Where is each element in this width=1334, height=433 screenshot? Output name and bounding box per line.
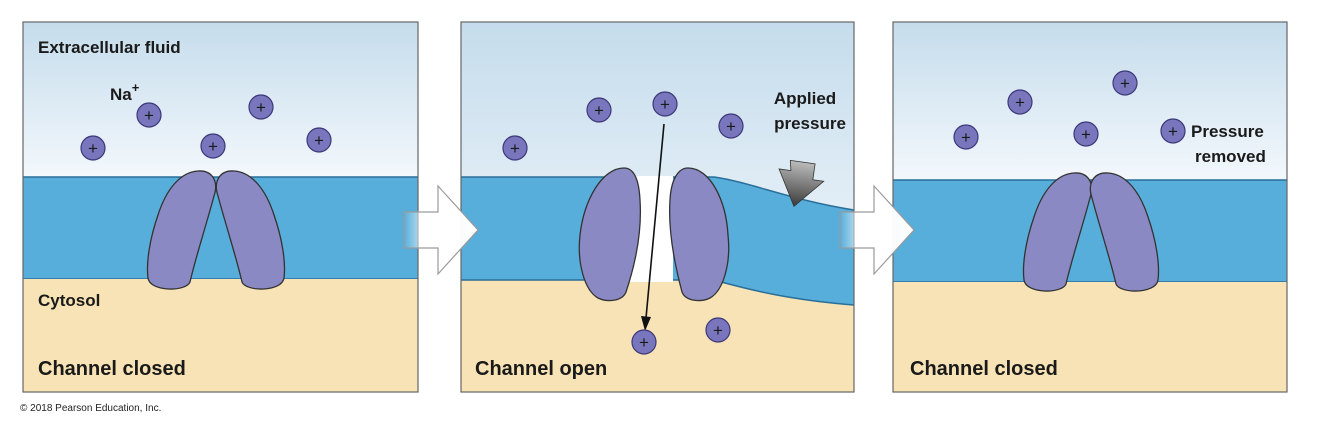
pressure-removed-label-line1: Pressure [1191, 122, 1264, 141]
svg-text:+: + [594, 101, 604, 120]
svg-text:+: + [1168, 122, 1178, 141]
panel-2: Applied pressure Channel open [460, 21, 855, 393]
na-ion: + [80, 135, 106, 161]
svg-text:+: + [639, 333, 649, 352]
copyright-notice: © 2018 Pearson Education, Inc. [20, 403, 162, 414]
cytosol-region [23, 279, 418, 392]
na-ion: + [1007, 89, 1033, 115]
channel-subunit-right [668, 167, 730, 302]
applied-pressure-label-line2: pressure [774, 114, 846, 133]
na-ion: + [953, 124, 979, 150]
cytosol-label: Cytosol [38, 291, 100, 310]
na-ion: + [1073, 121, 1099, 147]
svg-text:+: + [660, 95, 670, 114]
na-ion: + [248, 94, 274, 120]
na-ion: + [306, 127, 332, 153]
panel-2-caption: Channel open [475, 358, 607, 380]
svg-text:+: + [144, 106, 154, 125]
extracellular-region [893, 22, 1287, 180]
na-ion: + [200, 133, 226, 159]
na-ion: + [1112, 70, 1138, 96]
na-ion: + [705, 317, 731, 343]
na-ion: + [718, 113, 744, 139]
svg-text:+: + [1120, 74, 1130, 93]
ion-flow-arrow [641, 123, 665, 331]
na-ion: + [652, 91, 678, 117]
channel-subunit-left [578, 167, 642, 302]
pressure-arrow [778, 159, 825, 208]
extracellular-label: Extracellular fluid [38, 38, 181, 57]
svg-text:+: + [208, 137, 218, 156]
na-ion: + [586, 97, 612, 123]
channel-subunit-right [1089, 172, 1160, 292]
svg-text:+: + [256, 98, 266, 117]
channel-subunit-left [1022, 172, 1093, 292]
transition-arrow-2 [839, 184, 915, 276]
svg-text:+: + [1081, 125, 1091, 144]
svg-text:+: + [314, 131, 324, 150]
svg-text:+: + [88, 139, 98, 158]
channel-subunit-right [215, 170, 286, 290]
svg-text:+: + [1015, 93, 1025, 112]
pressure-removed-label-line2: removed [1195, 147, 1266, 166]
applied-pressure-label-line1: Applied [774, 89, 836, 108]
svg-text:+: + [510, 139, 520, 158]
transition-arrow-1 [403, 184, 479, 276]
svg-text:+: + [713, 321, 723, 340]
panel-3: Pressure removed Channel closed [892, 21, 1288, 393]
na-ion: + [502, 135, 528, 161]
na-ion: + [136, 102, 162, 128]
na-ion: + [1160, 118, 1186, 144]
na-ion-label: Na+ [110, 80, 140, 104]
svg-text:+: + [726, 117, 736, 136]
panel-1: Extracellular fluid Na+ Cytosol Channel … [22, 21, 419, 393]
channel-subunit-left [146, 170, 217, 290]
svg-text:+: + [961, 128, 971, 147]
panel-1-caption: Channel closed [38, 358, 186, 380]
na-ion: + [631, 329, 657, 355]
cytosol-region [893, 282, 1287, 392]
panel-3-caption: Channel closed [910, 358, 1058, 380]
